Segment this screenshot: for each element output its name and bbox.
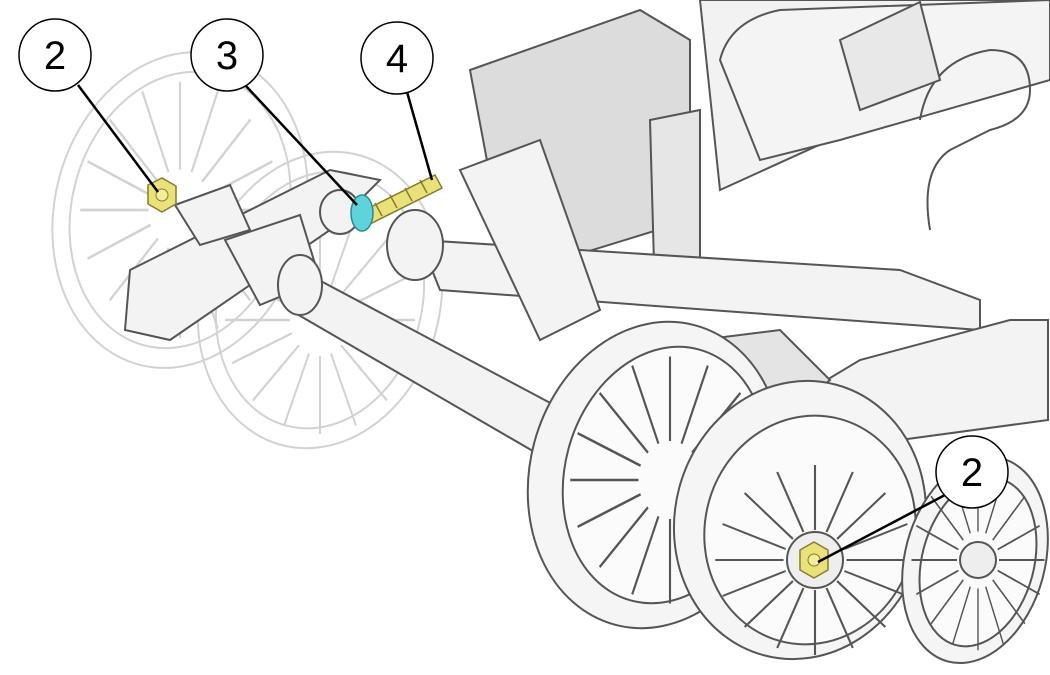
callout-label: 4 [386, 37, 408, 81]
hub-parts [173, 183, 444, 316]
callout-2-left: 2 [18, 18, 92, 92]
callout-4: 4 [360, 21, 434, 95]
leader-lines [76, 84, 946, 564]
callout-label: 3 [216, 34, 238, 78]
callout-label: 2 [961, 451, 983, 495]
frame-plate [468, 0, 1050, 301]
nut-right [799, 541, 829, 579]
wheel-far-right [901, 455, 1049, 665]
wheel-front [672, 379, 928, 661]
callout-3: 3 [190, 18, 264, 92]
callout-label: 2 [44, 34, 66, 78]
callout-2-right: 2 [935, 435, 1009, 509]
